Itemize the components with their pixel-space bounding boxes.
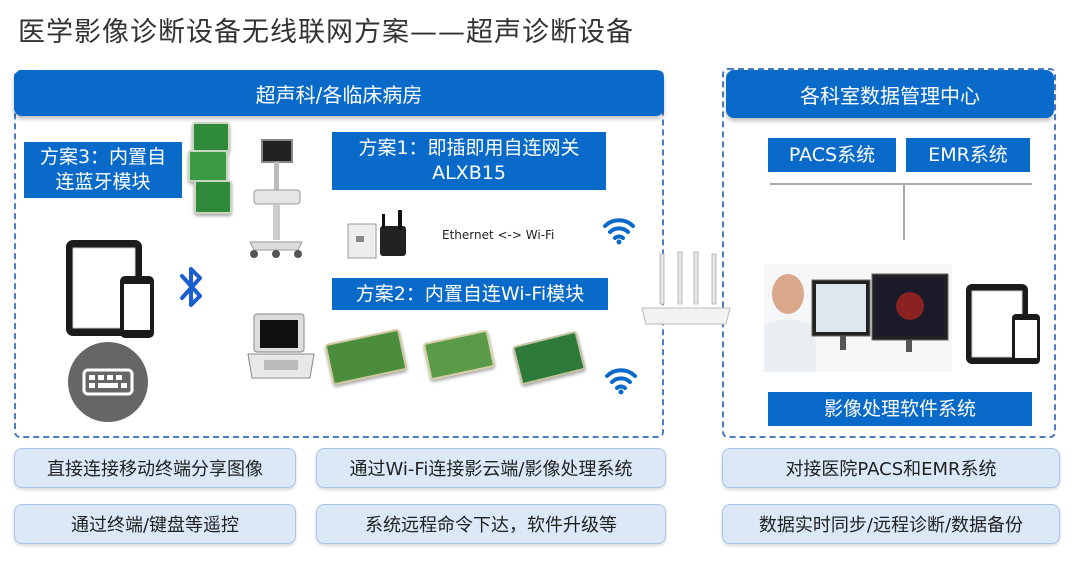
wifi-icon xyxy=(602,212,636,246)
portable-ultrasound-image xyxy=(244,312,318,384)
right-section-header: 各科室数据管理中心 xyxy=(726,70,1054,118)
left-section-header: 超声科/各临床病房 xyxy=(14,70,664,116)
scheme3-line2: 连蓝牙模块 xyxy=(55,171,151,193)
pill-left-bottom: 通过终端/键盘等遥控 xyxy=(14,504,296,544)
ultrasound-cart-image xyxy=(240,138,310,260)
emr-system-box: EMR系统 xyxy=(906,138,1030,172)
pacs-system-box: PACS系统 xyxy=(768,138,896,172)
scheme1-line1: 方案1：即插即用自连网关 xyxy=(358,137,580,160)
connector-lines xyxy=(770,182,1032,242)
bluetooth-icon xyxy=(178,264,206,310)
scheme1-box: 方案1：即插即用自连网关 ALXB15 xyxy=(332,132,606,190)
right-section-frame xyxy=(722,68,1056,438)
pill-right-top: 对接医院PACS和EMR系统 xyxy=(722,448,1060,488)
router-icon xyxy=(638,250,734,330)
tablet-phone-right-image xyxy=(964,282,1044,366)
wifi-icon-lower xyxy=(604,362,638,396)
gateway-device-image xyxy=(346,208,412,264)
bluetooth-module-stack xyxy=(188,122,238,218)
tablet-phone-image xyxy=(64,238,156,340)
scheme3-line1: 方案3：内置自 xyxy=(39,146,167,169)
pill-mid-top: 通过Wi-Fi连接影云端/影像处理系统 xyxy=(316,448,666,488)
doctor-workstation-image xyxy=(764,264,952,372)
scheme1-line2: ALXB15 xyxy=(432,162,506,184)
keyboard-icon xyxy=(66,340,150,424)
pill-mid-bottom: 系统远程命令下达，软件升级等 xyxy=(316,504,666,544)
scheme3-box: 方案3：内置自 连蓝牙模块 xyxy=(24,142,182,198)
scheme2-box: 方案2：内置自连Wi-Fi模块 xyxy=(332,278,608,310)
pill-left-top: 直接连接移动终端分享图像 xyxy=(14,448,296,488)
pill-right-bottom: 数据实时同步/远程诊断/数据备份 xyxy=(722,504,1060,544)
image-software-box: 影像处理软件系统 xyxy=(768,392,1032,426)
page-title: 医学影像诊断设备无线联网方案——超声诊断设备 xyxy=(18,17,634,48)
ethernet-wifi-label: Ethernet <-> Wi-Fi xyxy=(442,228,555,242)
